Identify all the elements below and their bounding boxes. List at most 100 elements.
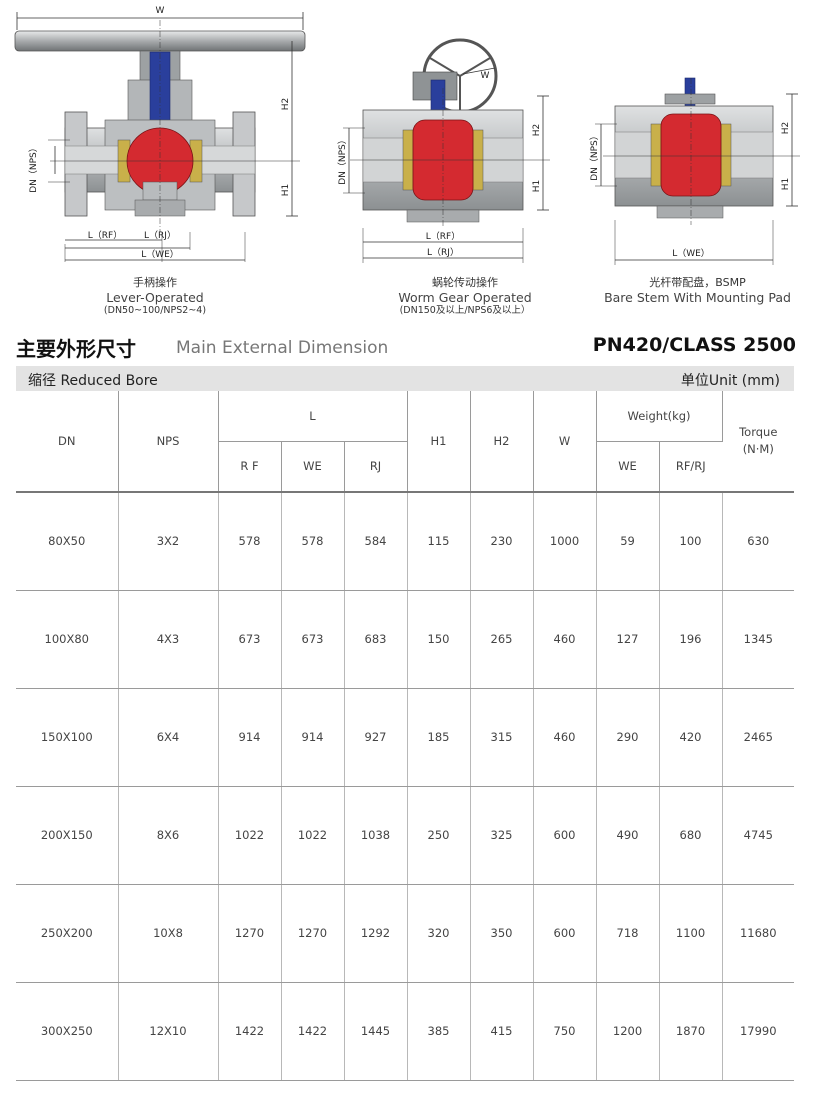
- header-l-rf: R F: [218, 440, 282, 492]
- pressure-class-label: PN420/CLASS 2500: [592, 334, 796, 356]
- table-row: 100X80 4X3 673 673 683 150 265 460 127 1…: [16, 590, 795, 689]
- cell-torque: 4745: [722, 786, 795, 885]
- cell-h2: 315: [470, 688, 534, 787]
- cell-dn: 80X50: [16, 492, 119, 591]
- header-weight-we: WE: [596, 440, 660, 492]
- caption-en: Lever-Operated: [106, 289, 204, 305]
- cell-nps: 8X6: [118, 786, 219, 885]
- cell-torque: 1345: [722, 590, 795, 689]
- h1-dim-label: H1: [532, 180, 542, 193]
- cell-torque: 17990: [722, 982, 795, 1081]
- header-torque-label: Torque: [739, 425, 778, 440]
- cell-l-we: 1422: [281, 982, 345, 1081]
- cell-h1: 115: [407, 492, 471, 591]
- dn-dim-label: DN（NPS）: [589, 131, 600, 181]
- caption-note: (DN50~100/NPS2~4): [103, 305, 207, 317]
- caption-cn: 手柄操作: [133, 276, 177, 289]
- cell-l-rf: 1270: [218, 884, 282, 983]
- cell-w: 460: [533, 688, 597, 787]
- title-en: Main External Dimension: [176, 338, 389, 358]
- header-weight: Weight(kg): [596, 391, 723, 442]
- cell-h1: 150: [407, 590, 471, 689]
- worm-gear-caption: 蜗轮传动操作 Worm Gear Operated (DN150及以上/NPS6…: [355, 276, 575, 317]
- worm-gear-valve-diagram: W H2 H1 DN（NPS） L（RF） L（RJ）: [337, 38, 550, 263]
- cell-dn: 150X100: [16, 688, 119, 787]
- cell-l-rf: 1422: [218, 982, 282, 1081]
- lever-operated-caption: 手柄操作 Lever-Operated (DN50~100/NPS2~4): [55, 276, 255, 317]
- cell-weight-rfrj: 1100: [659, 884, 723, 983]
- cell-w: 1000: [533, 492, 597, 591]
- cell-nps: 10X8: [118, 884, 219, 983]
- cell-weight-we: 1200: [596, 982, 660, 1081]
- cell-l-we: 1022: [281, 786, 345, 885]
- header-torque: Torque (N·M): [722, 391, 794, 492]
- cell-torque: 630: [722, 492, 795, 591]
- l-we-dim-label: L（WE）: [141, 249, 179, 260]
- cell-l-we: 914: [281, 688, 345, 787]
- cell-l-we: 1270: [281, 884, 345, 983]
- cell-dn: 100X80: [16, 590, 119, 689]
- cell-weight-rfrj: 100: [659, 492, 723, 591]
- header-l: L: [218, 391, 408, 442]
- h2-dim-label: H2: [781, 122, 791, 135]
- bare-stem-caption: 光杆带配盘，BSMP Bare Stem With Mounting Pad: [595, 276, 800, 305]
- cell-weight-we: 718: [596, 884, 660, 983]
- cell-h2: 415: [470, 982, 534, 1081]
- header-torque-unit: (N·M): [742, 442, 774, 456]
- w-dim-label: W: [481, 71, 490, 81]
- cell-h2: 230: [470, 492, 534, 591]
- table-row: 200X150 8X6 1022 1022 1038 250 325 600 4…: [16, 786, 795, 885]
- cell-weight-rfrj: 680: [659, 786, 723, 885]
- unit-label: 单位Unit (mm): [680, 373, 780, 389]
- cell-dn: 200X150: [16, 786, 119, 885]
- cell-weight-we: 59: [596, 492, 660, 591]
- l-rf-dim-label: L（RF）: [88, 230, 122, 241]
- h2-dim-label: H2: [532, 124, 542, 137]
- title-cn: 主要外形尺寸: [16, 337, 136, 361]
- dn-dim-label: DN（NPS）: [28, 143, 39, 193]
- cell-h2: 350: [470, 884, 534, 983]
- bore-type-label: 缩径 Reduced Bore: [28, 373, 158, 389]
- cell-h1: 320: [407, 884, 471, 983]
- cell-h2: 265: [470, 590, 534, 689]
- cell-dn: 250X200: [16, 884, 119, 983]
- section-title-row: 主要外形尺寸 Main External Dimension PN420/CLA…: [16, 333, 796, 363]
- cell-h1: 385: [407, 982, 471, 1081]
- cell-weight-we: 490: [596, 786, 660, 885]
- l-rj-dim-label: L（RJ）: [427, 247, 459, 258]
- cell-nps: 4X3: [118, 590, 219, 689]
- cell-torque: 2465: [722, 688, 795, 787]
- header-dn: DN: [16, 391, 119, 492]
- cell-l-rj: 927: [344, 688, 408, 787]
- h1-dim-label: H1: [281, 184, 291, 197]
- cell-l-rj: 584: [344, 492, 408, 591]
- cell-w: 460: [533, 590, 597, 689]
- cell-l-rj: 683: [344, 590, 408, 689]
- cell-weight-we: 290: [596, 688, 660, 787]
- cell-nps: 3X2: [118, 492, 219, 591]
- cell-weight-rfrj: 420: [659, 688, 723, 787]
- h1-dim-label: H1: [781, 178, 791, 191]
- caption-en: Worm Gear Operated: [398, 289, 532, 305]
- header-l-rj: RJ: [344, 440, 408, 492]
- h2-dim-label: H2: [281, 98, 291, 111]
- dimension-table: DN NPS L H1 H2 W Weight(kg) Torque (N·M)…: [16, 391, 795, 1081]
- cell-l-we: 673: [281, 590, 345, 689]
- table-row: 250X200 10X8 1270 1270 1292 320 350 600 …: [16, 884, 795, 983]
- table-row: 300X250 12X10 1422 1422 1445 385 415 750…: [16, 982, 795, 1081]
- header-h2: H2: [470, 391, 534, 492]
- cell-w: 600: [533, 786, 597, 885]
- cell-h1: 185: [407, 688, 471, 787]
- l-rf-dim-label: L（RF）: [426, 231, 460, 242]
- l-we-dim-label: L（WE）: [672, 248, 710, 259]
- header-w: W: [533, 391, 597, 492]
- cell-weight-we: 127: [596, 590, 660, 689]
- cell-h1: 250: [407, 786, 471, 885]
- cell-l-rf: 673: [218, 590, 282, 689]
- cell-weight-rfrj: 196: [659, 590, 723, 689]
- cell-l-rf: 578: [218, 492, 282, 591]
- cell-l-rf: 1022: [218, 786, 282, 885]
- table-row: 80X50 3X2 578 578 584 115 230 1000 59 10…: [16, 492, 795, 591]
- cell-l-rj: 1292: [344, 884, 408, 983]
- l-rj-dim-label: L（RJ）: [144, 230, 176, 241]
